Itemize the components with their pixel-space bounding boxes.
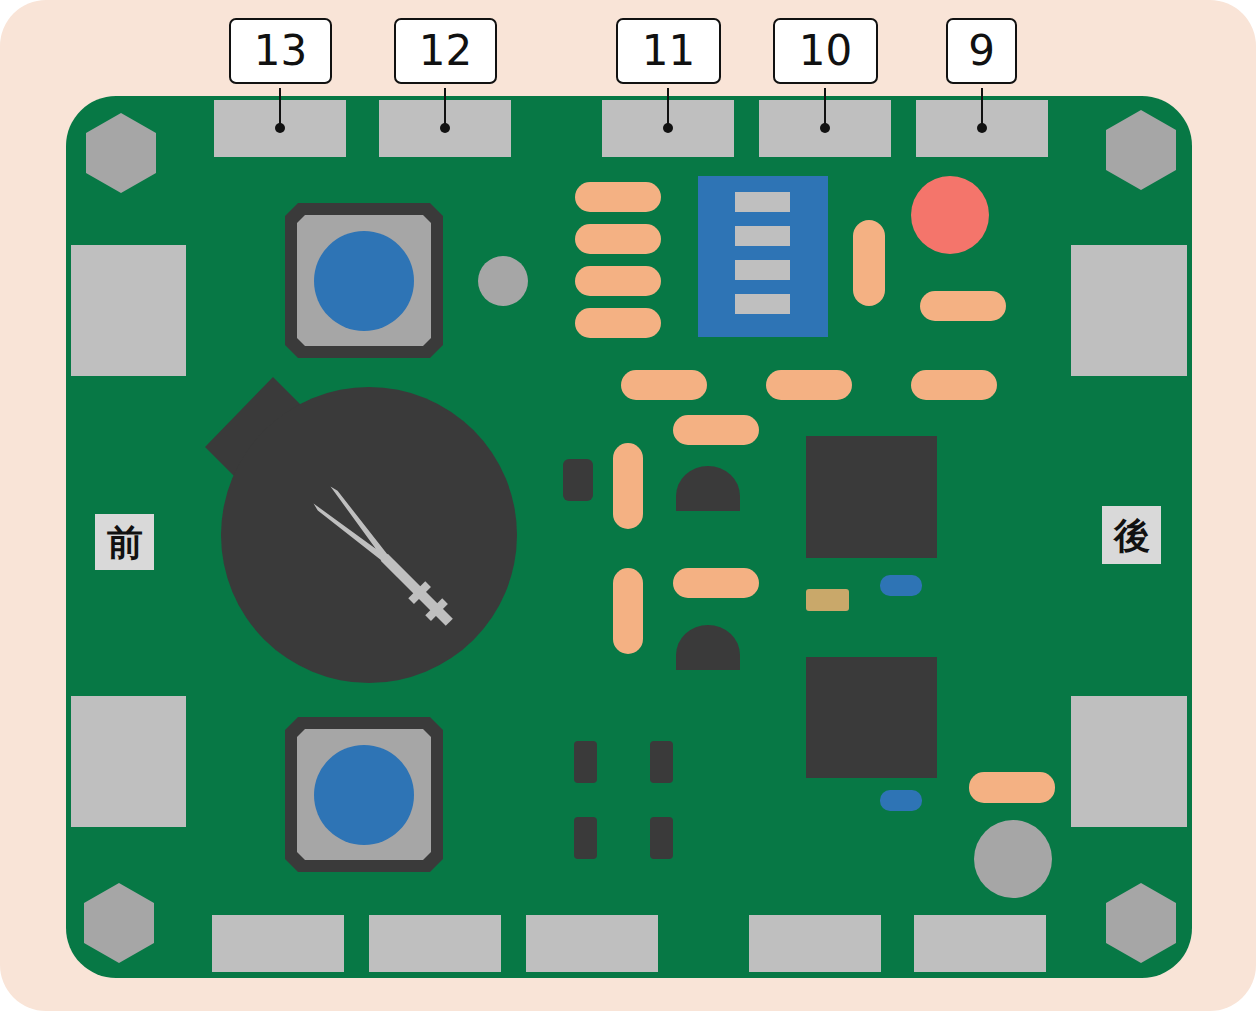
callout-number-box: 13: [229, 18, 332, 84]
callout-number-box: 9: [946, 18, 1017, 84]
push-button: [285, 717, 443, 872]
callout-number-box: 12: [394, 18, 497, 84]
callout-number: 13: [254, 30, 307, 72]
capacitor: [806, 589, 849, 611]
small-component: [563, 459, 593, 501]
callout-number: 11: [642, 30, 695, 72]
side-label: 後: [1114, 517, 1150, 553]
transistors: [676, 466, 740, 670]
callout-number-box: 10: [773, 18, 878, 84]
side-label-box: 前: [95, 514, 154, 570]
side-label: 前: [107, 524, 143, 560]
led: [911, 176, 989, 254]
test-point: [974, 820, 1052, 898]
mounting-holes: [84, 110, 1176, 963]
callout-number: 12: [419, 30, 472, 72]
bottom-pads: [212, 915, 1046, 972]
ic-chips: [806, 436, 937, 778]
side-pads: [71, 245, 1187, 827]
circuit-board: [66, 96, 1192, 978]
callout-number: 10: [799, 30, 852, 72]
coin-battery: [205, 377, 517, 683]
callout-number: 9: [968, 30, 995, 72]
push-button: [285, 203, 443, 358]
leader-lines: [280, 88, 982, 128]
dip-switch: [698, 176, 828, 337]
small-components: [574, 741, 673, 859]
test-point: [478, 256, 528, 306]
small-capacitors: [880, 575, 922, 811]
top-pads: [214, 100, 1048, 157]
callout-dots: [275, 123, 987, 133]
callout-number-box: 11: [616, 18, 721, 84]
side-label-box: 後: [1102, 506, 1161, 564]
